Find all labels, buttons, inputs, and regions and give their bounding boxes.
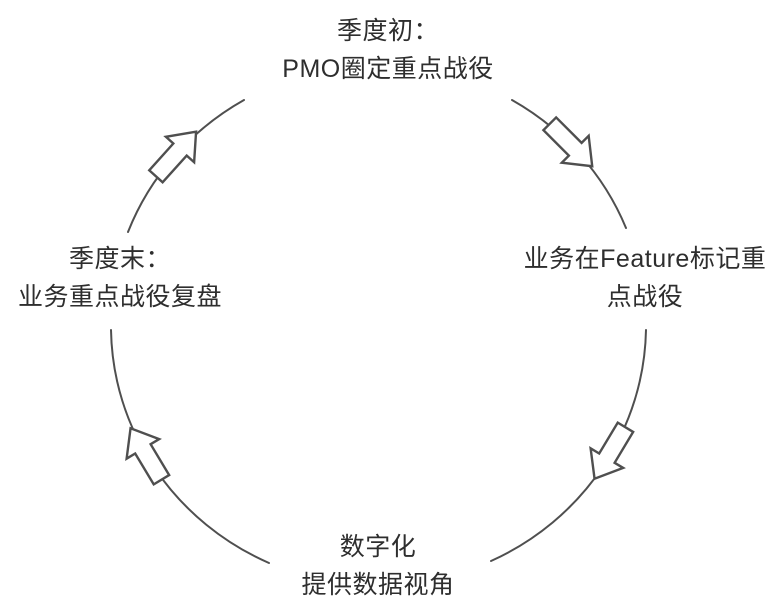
node-label-line: 业务在Feature标记重 xyxy=(523,245,766,273)
cycle-arrow-bottom-left-icon xyxy=(125,426,171,486)
cycle-node-quarter-start: 季度初： PMO圈定重点战役 xyxy=(282,12,493,88)
cycle-arrow-top-left-icon xyxy=(147,130,198,185)
node-label-line: 数字化 xyxy=(339,533,417,561)
node-label-line: PMO圈定重点战役 xyxy=(282,55,494,83)
cycle-node-quarter-end-review: 季度末： 业务重点战役复盘 xyxy=(18,240,222,316)
node-label-line: 点战役 xyxy=(606,283,684,311)
cycle-node-digitalization: 数字化 提供数据视角 xyxy=(301,528,454,604)
cycle-arrow-top-right-icon xyxy=(541,115,594,168)
node-label-line: 季度末： xyxy=(68,245,172,273)
cycle-arrow-bottom-right-icon xyxy=(589,421,635,481)
cycle-arc-top-left xyxy=(127,99,245,233)
node-label-line: 业务重点战役复盘 xyxy=(17,283,223,311)
cycle-node-feature-tagging: 业务在Feature标记重 点战役 xyxy=(524,240,766,316)
node-label-line: 提供数据视角 xyxy=(301,571,455,599)
node-label-line: 季度初： xyxy=(336,17,440,45)
